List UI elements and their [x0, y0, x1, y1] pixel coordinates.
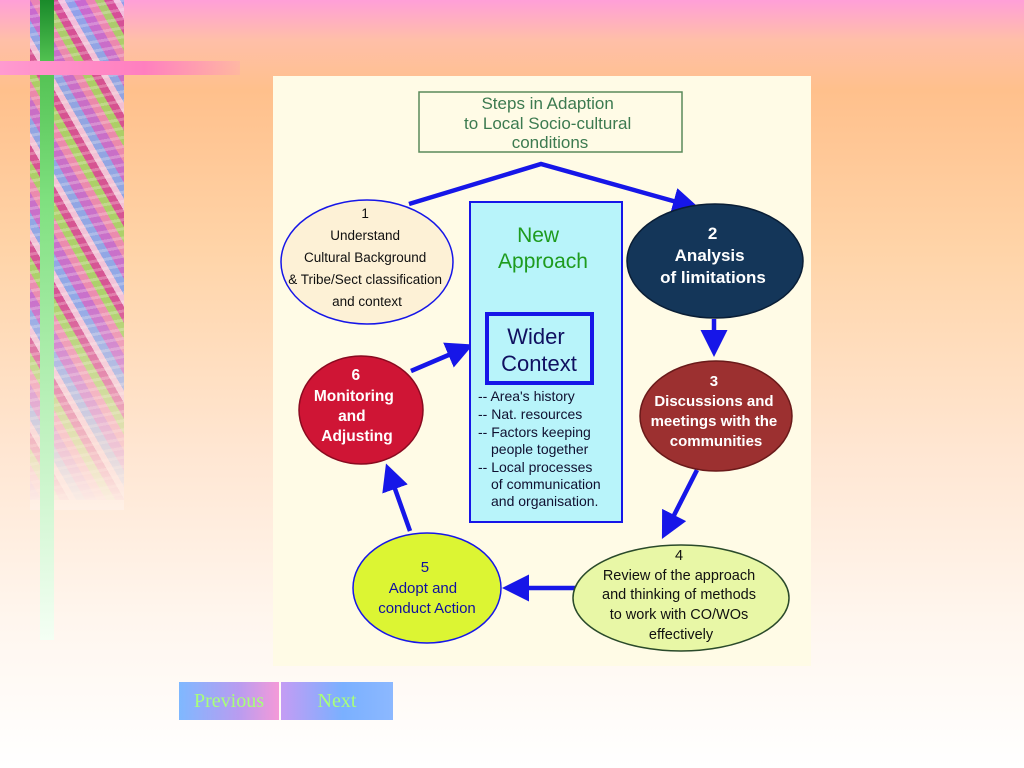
decorative-vertical-bar [40, 0, 54, 640]
context-list: -- Area's history -- Nat. resources -- F… [478, 388, 605, 509]
step-6-node [298, 355, 424, 465]
arrow-1-to-2 [408, 161, 700, 215]
step-5-node [352, 532, 502, 644]
arrow-6-to-center [410, 342, 474, 374]
new-approach-label: New Approach [498, 224, 588, 273]
arrow-5-to-6 [382, 463, 413, 532]
arrow-3-to-4 [661, 468, 700, 540]
step-2-node [626, 203, 804, 319]
step-2-label: 2 Analysis of limitations [660, 224, 766, 287]
step-4-label: 4 Review of the approach and thinking of… [602, 548, 760, 643]
step-6-label: 6 Monitoring and Adjusting [314, 367, 398, 445]
step-3-label: 3 Discussions and meetings with the comm… [651, 373, 782, 450]
wider-context-box [485, 312, 594, 385]
decorative-horizontal-bar [0, 61, 240, 75]
step-1-label: 1 Understand Cultural Background & Tribe… [288, 206, 446, 309]
title-box [418, 91, 683, 153]
step-1-node [280, 199, 454, 325]
adaption-steps-diagram: Steps in Adaption to Local Socio-cultura… [280, 91, 804, 652]
next-button[interactable]: Next [281, 682, 393, 720]
diagram-title: Steps in Adaption to Local Socio-cultura… [464, 94, 636, 152]
diagram-panel: Steps in Adaption to Local Socio-cultura… [273, 76, 811, 666]
step-3-node [639, 360, 793, 472]
step-5-label: 5 Adopt and conduct Action [378, 559, 476, 617]
wider-context-label: Wider Context [501, 324, 577, 376]
previous-button[interactable]: Previous [179, 682, 279, 720]
step-4-node [572, 544, 790, 652]
